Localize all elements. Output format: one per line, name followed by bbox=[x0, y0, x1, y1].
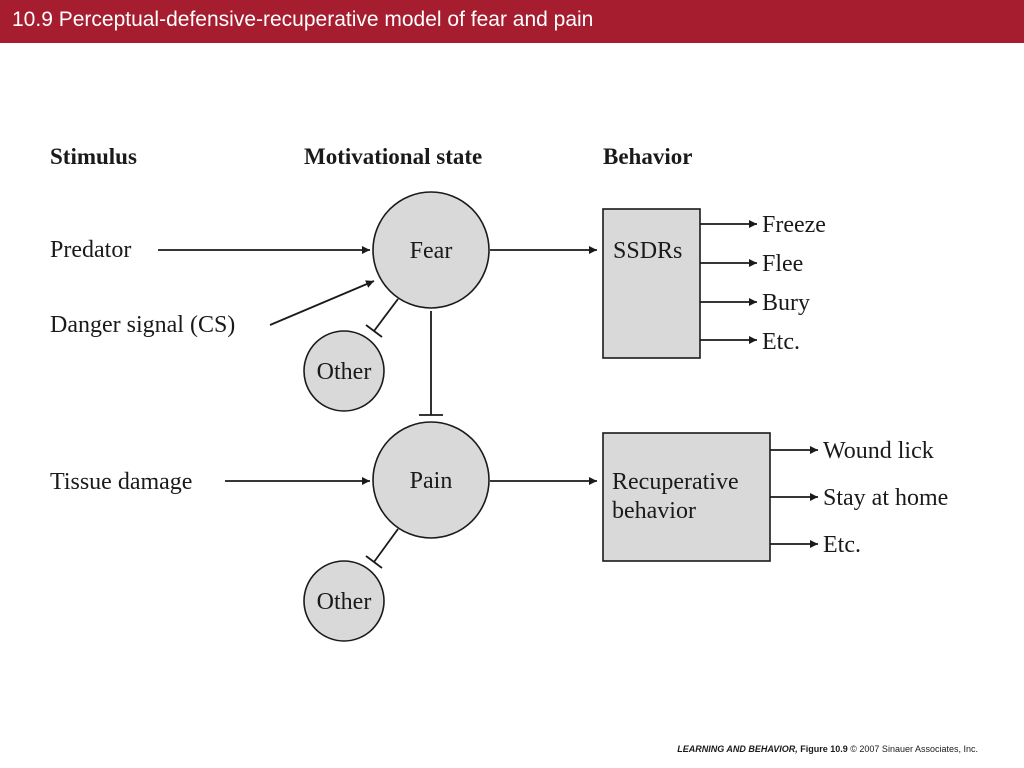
footer-credit: LEARNING AND BEHAVIOR, Figure 10.9 © 200… bbox=[677, 744, 978, 754]
stimulus-predator: Predator bbox=[50, 237, 131, 263]
output-flee: Flee bbox=[762, 251, 803, 277]
slide-title: 10.9 Perceptual-defensive-recuperative m… bbox=[12, 8, 594, 31]
node-ssdrs bbox=[602, 208, 701, 359]
column-header-behavior: Behavior bbox=[603, 144, 692, 169]
column-header-stimulus: Stimulus bbox=[50, 144, 137, 169]
inhibit-bar-other-fear bbox=[365, 324, 383, 338]
node-other-fear-label: Other bbox=[317, 359, 372, 385]
output-freeze: Freeze bbox=[762, 212, 826, 238]
edge-danger-signal-to-fear bbox=[269, 280, 375, 326]
stimulus-danger-signal: Danger signal (CS) bbox=[50, 312, 235, 338]
footer-book-title: LEARNING AND BEHAVIOR, bbox=[677, 744, 798, 754]
footer-copyright: © 2007 Sinauer Associates, Inc. bbox=[850, 744, 978, 754]
output-bury: Bury bbox=[762, 290, 810, 316]
stimulus-tissue-damage: Tissue damage bbox=[50, 469, 192, 495]
output-stay-at-home: Stay at home bbox=[823, 485, 948, 511]
node-pain bbox=[372, 421, 490, 539]
edge-pain-inhibits-other bbox=[373, 528, 399, 563]
node-pain-label: Pain bbox=[410, 468, 453, 494]
edge-fear-inhibits-other bbox=[373, 298, 399, 332]
node-other-fear bbox=[303, 330, 385, 412]
inhibit-bar-other-pain bbox=[365, 555, 383, 569]
title-bar: 10.9 Perceptual-defensive-recuperative m… bbox=[0, 0, 1024, 43]
node-other-pain-label: Other bbox=[317, 589, 372, 615]
output-wound-lick: Wound lick bbox=[823, 438, 934, 464]
node-fear bbox=[372, 191, 490, 309]
node-recuperative-behavior bbox=[602, 432, 771, 562]
node-recuperative-label-line2: behavior bbox=[612, 498, 696, 524]
output-etc-ssdr: Etc. bbox=[762, 329, 800, 355]
node-other-pain bbox=[303, 560, 385, 642]
node-recuperative-label-line1: Recuperative bbox=[612, 469, 739, 495]
output-etc-recuperative: Etc. bbox=[823, 532, 861, 558]
column-header-motivational-state: Motivational state bbox=[304, 144, 482, 169]
footer-figure-number: Figure 10.9 bbox=[800, 744, 848, 754]
node-fear-label: Fear bbox=[410, 238, 453, 264]
node-ssdrs-label: SSDRs bbox=[613, 238, 682, 264]
